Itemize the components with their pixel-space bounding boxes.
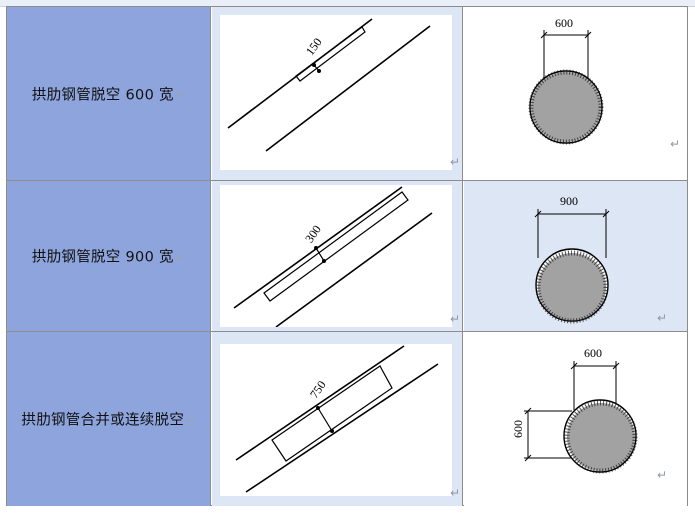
section-drawing: 150 — [220, 15, 452, 170]
section-drawing-svg: 150 — [227, 18, 431, 152]
paragraph-mark-icon: ↵ — [670, 137, 681, 151]
row-label-text: 拱肋钢管脱空 600 宽 — [31, 87, 174, 103]
dimension-arrow-icon — [602, 210, 610, 218]
circle-drawing-svg: 600 — [528, 16, 604, 145]
pipe-line-upper — [235, 345, 405, 461]
pipe-line-upper — [233, 186, 403, 309]
section-dim-label: 300 — [302, 223, 324, 246]
pipe-line-lower — [265, 25, 431, 152]
section-figure-cell: 750 ↵ — [212, 332, 463, 506]
circle-dim-label: 600 — [555, 16, 573, 30]
dimension-arrow-icon — [322, 259, 326, 263]
dimension-arrow-icon — [314, 246, 318, 250]
paragraph-mark-icon: ↵ — [174, 88, 186, 102]
paragraph-mark-icon: ↵ — [657, 311, 668, 325]
dimension-arrow-icon — [540, 31, 548, 39]
row-label: 拱肋钢管合并或连续脱空↵ — [7, 409, 210, 430]
circle-figure-cell: 600 ↵ — [464, 7, 687, 180]
row-label-text: 拱肋钢管脱空 900 宽 — [31, 249, 174, 266]
row-divider — [7, 331, 687, 332]
section-figure-cell: 150 ↵ — [212, 7, 463, 180]
row-label-text: 拱肋钢管合并或连续脱空 — [21, 412, 185, 429]
void-rectangle — [263, 191, 409, 302]
paragraph-mark-icon: ↵ — [185, 413, 196, 428]
row-label: 拱肋钢管脱空 900 宽↵ — [7, 246, 210, 267]
dimension-arrow-icon — [584, 31, 592, 39]
dimension-arrow-icon — [534, 210, 542, 218]
section-drawing-svg: 750 — [235, 345, 439, 493]
paragraph-mark-icon: ↵ — [450, 312, 461, 326]
row-label: 拱肋钢管脱空 600 宽↵ — [7, 83, 210, 104]
pipe-line-lower — [275, 212, 433, 328]
dimension-line — [315, 247, 325, 262]
section-drawing: 300 — [220, 185, 452, 328]
circle-drawing-svg: 900 — [534, 194, 610, 324]
circle-figure-cell: 900 ↵ — [464, 181, 687, 331]
label-cell: 拱肋钢管合并或连续脱空↵ — [7, 332, 211, 506]
section-dim-label: 750 — [307, 378, 329, 401]
circle-dim-label: 600 — [584, 346, 602, 360]
dimension-arrow-icon — [570, 362, 578, 370]
concrete-fill — [531, 72, 601, 142]
dimension-arrow-icon — [317, 69, 321, 73]
concrete-texture — [528, 69, 604, 145]
dimension-arrow-icon — [316, 406, 320, 410]
paragraph-mark-icon: ↵ — [174, 250, 186, 265]
concrete-fill — [567, 403, 635, 471]
label-cell: 拱肋钢管脱空 600 宽↵ — [7, 7, 211, 180]
circle-figure-cell: 600 600 ↵ — [464, 332, 687, 506]
paragraph-mark-icon: ↵ — [450, 155, 461, 169]
dimension-line — [317, 407, 333, 432]
circle-dim-label: 900 — [560, 194, 578, 208]
concrete-texture — [564, 400, 638, 474]
dimension-arrow-icon — [330, 429, 334, 433]
pipe-line-lower — [245, 363, 439, 493]
void-table: 拱肋钢管脱空 600 宽↵ 150 ↵ — [6, 6, 688, 506]
void-rectangle — [271, 365, 393, 462]
table-row: 拱肋钢管合并或连续脱空↵ 750 ↵ — [7, 332, 687, 506]
dimension-arrow-icon — [524, 454, 532, 462]
paragraph-mark-icon: ↵ — [450, 486, 461, 500]
dimension-arrow-icon — [312, 63, 316, 67]
circle-dim-label-vertical: 600 — [511, 420, 525, 438]
section-drawing-svg: 300 — [233, 186, 433, 328]
dimension-arrow-icon — [524, 407, 532, 415]
row-divider — [7, 180, 687, 181]
concrete-texture — [535, 250, 609, 324]
section-drawing: 750 — [220, 344, 452, 496]
void-rectangle — [295, 26, 366, 82]
table-row: 拱肋钢管脱空 900 宽↵ 300 ↵ — [7, 181, 687, 331]
circle-drawing-svg: 600 600 — [511, 346, 638, 474]
concrete-fill — [538, 253, 606, 321]
label-cell: 拱肋钢管脱空 900 宽↵ — [7, 181, 211, 331]
dimension-arrow-icon — [612, 362, 620, 370]
paragraph-mark-icon: ↵ — [657, 468, 668, 482]
section-figure-cell: 300 ↵ — [212, 181, 463, 331]
table-row: 拱肋钢管脱空 600 宽↵ 150 ↵ — [7, 7, 687, 180]
section-dim-label: 150 — [303, 35, 325, 58]
